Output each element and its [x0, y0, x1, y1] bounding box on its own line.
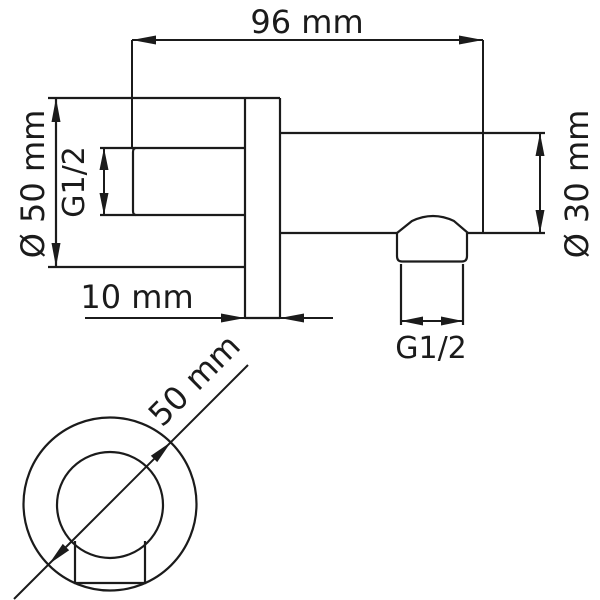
- front-inner-circle: [55, 450, 165, 560]
- outlet-dome: [396, 214, 469, 234]
- dimension-labels: 96 mm Ø 50 mm G1/2 10 mm Ø 30 mm G1/2 50…: [14, 3, 596, 434]
- dimension-lines: [13, 39, 541, 600]
- arrow-96mm-left: [132, 35, 156, 45]
- arrow-10mm-right: [280, 313, 304, 323]
- label-pipe-diameter: Ø 30 mm: [558, 110, 596, 259]
- arrow-g12-inlet-bottom: [99, 193, 109, 215]
- front-nozzle-outline: [73, 541, 147, 585]
- arrow-50mm-diag-upper: [150, 442, 171, 463]
- label-plate-diameter: Ø 50 mm: [14, 110, 52, 259]
- label-outlet-thread: G1/2: [395, 331, 467, 366]
- front-view: [22, 416, 198, 592]
- arrow-g12-inlet-top: [99, 148, 109, 170]
- arrow-96mm-right: [459, 35, 483, 45]
- arrow-10mm-left: [221, 313, 245, 323]
- arrowheads: [49, 35, 545, 564]
- arrow-g12-outlet-right: [441, 316, 463, 326]
- arrow-50mm-bottom: [51, 243, 61, 267]
- label-total-length: 96 mm: [250, 3, 363, 41]
- arrow-30mm-bottom: [535, 210, 545, 233]
- side-view: [48, 96, 545, 325]
- front-outer-circle: [22, 416, 198, 592]
- arrow-50mm-top: [51, 98, 61, 122]
- outlet-collar: [395, 233, 469, 263]
- arrow-g12-outlet-left: [401, 316, 423, 326]
- label-plate-depth: 10 mm: [80, 278, 193, 316]
- arrow-50mm-diag-lower: [49, 543, 70, 564]
- label-inlet-thread: G1/2: [57, 146, 92, 218]
- arrow-30mm-top: [535, 133, 545, 156]
- recess-left-edge: [131, 146, 137, 217]
